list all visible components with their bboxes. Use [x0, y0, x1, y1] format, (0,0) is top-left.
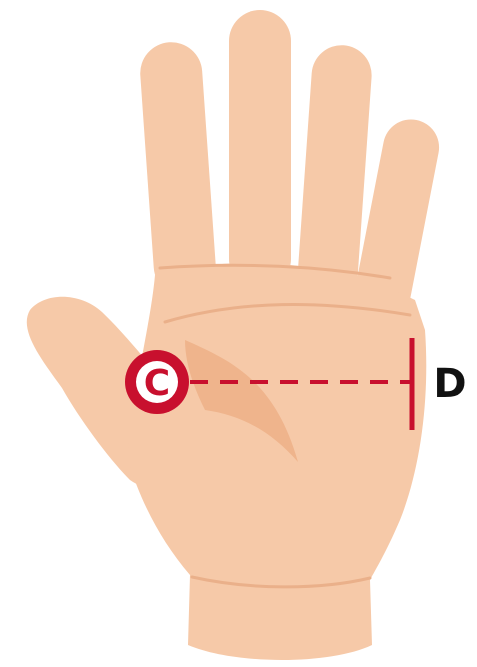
- start-marker: C: [125, 350, 189, 414]
- palm: [128, 263, 426, 660]
- end-marker-label: D: [433, 361, 466, 407]
- middle-finger: [229, 10, 291, 290]
- start-marker-label: C: [144, 363, 170, 404]
- index-finger: [138, 40, 218, 299]
